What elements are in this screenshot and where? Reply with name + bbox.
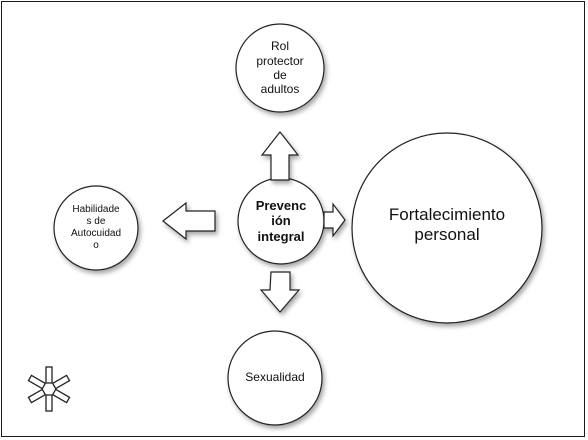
arrow-down xyxy=(259,271,301,313)
asterisk-outline-icon xyxy=(27,366,71,412)
node-right-circle xyxy=(351,132,543,324)
arrow-left xyxy=(162,201,216,241)
node-left-circle xyxy=(53,185,139,271)
node-bottom-circle xyxy=(227,330,323,426)
node-top-label: Rol protector de adultos xyxy=(256,39,304,97)
node-bottom-label: Sexualidad xyxy=(245,369,305,384)
node-top-circle xyxy=(235,23,325,113)
node-right-label: Fortalecimiento personal xyxy=(388,204,506,244)
node-center-label: Prevenc ión integral xyxy=(255,197,307,244)
node-left-label: Habilidade s de Autocuidad o xyxy=(70,204,122,251)
arrow-right xyxy=(323,202,346,238)
arrow-up xyxy=(260,131,300,181)
